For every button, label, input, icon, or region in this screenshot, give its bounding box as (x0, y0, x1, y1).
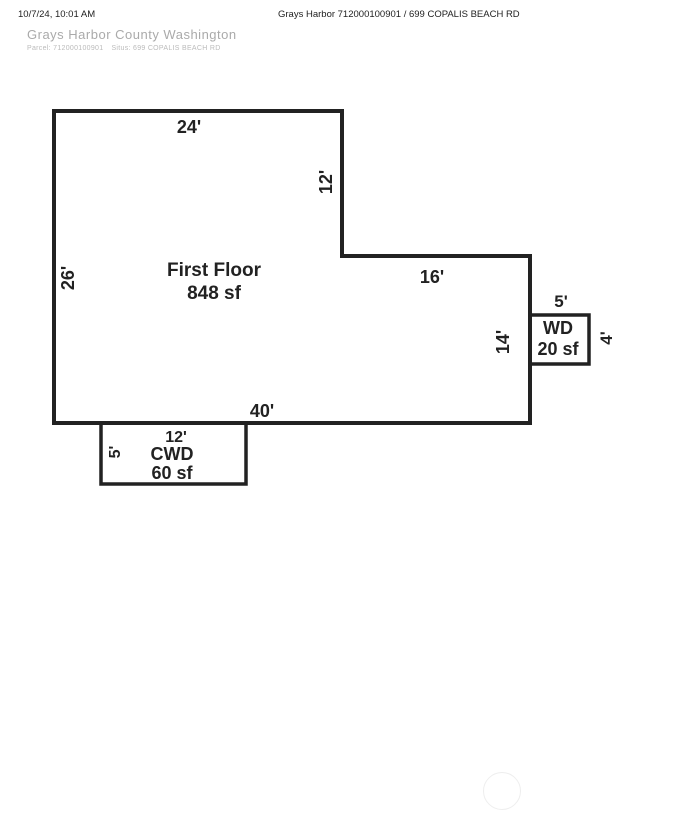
wd-width: 5' (554, 292, 568, 311)
cwd-width: 12' (165, 429, 187, 446)
cwd-depth: 5' (107, 446, 124, 459)
dim-top: 24' (177, 117, 201, 137)
cwd-area: 60 sf (151, 463, 193, 483)
print-datetime: 10/7/24, 10:01 AM (18, 9, 96, 20)
parcel-info: Parcel: 712000100901 Situs: 699 COPALIS B… (27, 45, 229, 52)
first-floor-outline (52, 109, 532, 425)
wd-depth: 4' (597, 331, 616, 345)
situs-address: Situs: 699 COPALIS BEACH RD (111, 45, 221, 52)
cwd-outline (99, 421, 248, 486)
dim-step-vertical: 12' (316, 170, 336, 194)
first-floor-area: 848 sf (187, 283, 242, 304)
first-floor-name: First Floor (167, 260, 262, 281)
cwd-name: CWD (151, 444, 194, 464)
county-name: Grays Harbor County Washington (27, 27, 237, 42)
wd-area: 20 sf (537, 339, 579, 359)
dim-left: 26' (58, 266, 78, 290)
print-title: Grays Harbor 712000100901 / 699 COPALIS … (278, 9, 520, 20)
wd-outline (528, 313, 591, 366)
wd-name: WD (543, 318, 573, 338)
circle-watermark (483, 772, 521, 810)
dim-right: 14' (493, 330, 513, 354)
dim-bottom: 40' (250, 401, 274, 421)
dim-step-horizontal: 16' (420, 267, 444, 287)
parcel-number: Parcel: 712000100901 (27, 45, 104, 52)
